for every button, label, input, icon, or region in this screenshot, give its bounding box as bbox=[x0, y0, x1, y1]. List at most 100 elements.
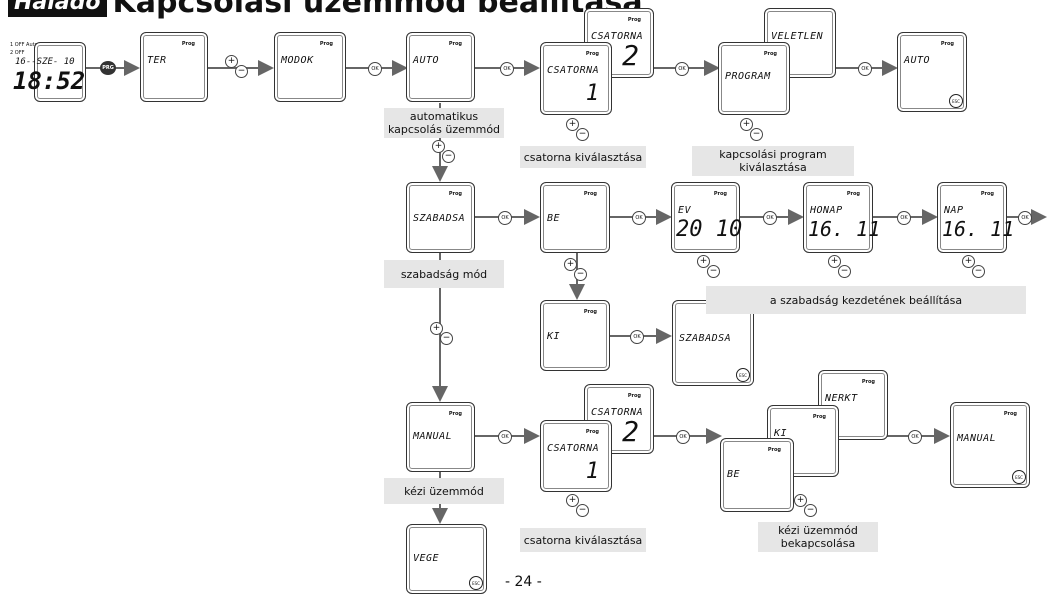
screen-number: 1 bbox=[585, 459, 599, 484]
plus-minus-control[interactable]: +− bbox=[430, 322, 453, 345]
screen-number: 2 bbox=[622, 415, 639, 448]
prog-indicator: Prog bbox=[448, 41, 462, 47]
screen-szabadsa: Prog SZABADSA bbox=[406, 182, 475, 253]
screen-auto: Prog AUTO bbox=[406, 32, 475, 102]
screen-number: 20 10 bbox=[676, 217, 743, 242]
screen-text: KI bbox=[774, 428, 788, 439]
manual-mode-label: kézi üzemmód bbox=[384, 478, 504, 504]
status-line-2: 2 OFF bbox=[10, 50, 25, 56]
ok-node[interactable]: OK bbox=[908, 430, 922, 444]
screen-szabadsa-end: Prog SZABADSA ESC bbox=[672, 300, 754, 386]
screen-text: CSATORNA bbox=[591, 31, 644, 42]
screen-text: MODOK bbox=[281, 55, 314, 66]
screen-ev: Prog EV 20 10 bbox=[671, 182, 743, 253]
screen-text: MANUAL bbox=[413, 431, 453, 442]
program-select-label: kapcsolási program kiválasztása bbox=[692, 146, 854, 176]
screen-man-be: Prog BE bbox=[720, 438, 794, 512]
screen-vege: VEGE ESC bbox=[406, 524, 487, 594]
screen-text: HONAP bbox=[810, 205, 843, 216]
esc-icon[interactable]: ESC bbox=[469, 576, 483, 590]
screen-manual-channel-1: Prog CSATORNA 1 bbox=[540, 420, 612, 492]
prog-indicator: Prog bbox=[763, 51, 777, 57]
start-display: 1 OFF Auto 2 OFF 16--SZE- 10 18:52 bbox=[10, 34, 86, 102]
channel-select-label-1: csatorna kiválasztása bbox=[520, 146, 646, 168]
screen-ki: Prog KI bbox=[540, 300, 610, 371]
screen-auto-channel-1: Prog CSATORNA 1 bbox=[540, 42, 612, 115]
plus-minus-control[interactable]: +− bbox=[740, 118, 763, 141]
ok-node[interactable]: OK bbox=[498, 211, 512, 225]
screen-honap: Prog HONAP 16. 11 bbox=[803, 182, 880, 253]
plus-minus-control[interactable]: +− bbox=[564, 258, 587, 281]
manual-on-label: kézi üzemmód bekapcsolása bbox=[758, 522, 878, 552]
esc-icon[interactable]: ESC bbox=[949, 94, 963, 108]
screen-text: VELETLEN bbox=[771, 31, 824, 42]
plus-minus-control[interactable]: +− bbox=[566, 118, 589, 141]
prog-indicator: Prog bbox=[181, 41, 195, 47]
screen-text: BE bbox=[547, 213, 561, 224]
screen-text: AUTO bbox=[413, 55, 440, 66]
ok-node[interactable]: OK bbox=[630, 330, 644, 344]
status-line-1: 1 OFF Auto bbox=[10, 42, 38, 48]
plus-minus-control[interactable]: +− bbox=[432, 140, 455, 163]
screen-number: 2 bbox=[622, 39, 639, 72]
ok-node[interactable]: OK bbox=[368, 62, 382, 76]
screen-manual-end: Prog MANUAL ESC bbox=[950, 402, 1030, 488]
page-number: - 24 - bbox=[505, 574, 542, 590]
prog-indicator: Prog bbox=[585, 429, 599, 435]
prog-indicator: Prog bbox=[583, 191, 597, 197]
ok-node[interactable]: OK bbox=[897, 211, 911, 225]
page-header: Haladó Kapcsolási üzemmód beállítása bbox=[8, 0, 643, 18]
ok-node[interactable]: OK bbox=[858, 62, 872, 76]
plus-minus-control[interactable]: +− bbox=[225, 55, 248, 78]
plus-minus-control[interactable]: +− bbox=[697, 255, 720, 278]
prog-indicator: Prog bbox=[861, 379, 875, 385]
ok-node[interactable]: OK bbox=[500, 62, 514, 76]
screen-manual: Prog MANUAL bbox=[406, 402, 475, 472]
header-tag: Haladó bbox=[8, 0, 107, 17]
prog-indicator: Prog bbox=[448, 191, 462, 197]
ok-node[interactable]: OK bbox=[1018, 211, 1032, 225]
screen-text: CSATORNA bbox=[591, 407, 644, 418]
prog-indicator: Prog bbox=[585, 51, 599, 57]
esc-icon[interactable]: ESC bbox=[1012, 470, 1026, 484]
time-readout: 18:52 bbox=[13, 67, 86, 95]
prog-indicator: Prog bbox=[812, 414, 826, 420]
screen-text: VEGE bbox=[413, 553, 440, 564]
ok-node[interactable]: OK bbox=[763, 211, 777, 225]
prog-indicator: Prog bbox=[940, 41, 954, 47]
plus-minus-control[interactable]: +− bbox=[828, 255, 851, 278]
prog-indicator: Prog bbox=[627, 393, 641, 399]
screen-text: SZABADSA bbox=[413, 213, 466, 224]
prog-indicator: Prog bbox=[713, 191, 727, 197]
prog-indicator: Prog bbox=[1003, 411, 1017, 417]
prg-button[interactable]: PRG bbox=[100, 61, 116, 75]
plus-minus-control[interactable]: +− bbox=[794, 494, 817, 517]
prog-indicator: Prog bbox=[846, 191, 860, 197]
screen-text: NAP bbox=[944, 205, 964, 216]
screen-number: 16. 11 bbox=[942, 217, 1015, 241]
screen-number: 16. 11 bbox=[808, 217, 881, 241]
screen-text: CSATORNA bbox=[547, 65, 600, 76]
clock-lcd: 16--SZE- 10 18:52 bbox=[13, 42, 86, 102]
page-title: Kapcsolási üzemmód beállítása bbox=[112, 0, 643, 20]
screen-text: TER bbox=[147, 55, 167, 66]
auto-mode-label: automatikus kapcsolás üzemmód bbox=[384, 108, 504, 138]
screen-text: SZABADSA bbox=[679, 333, 732, 344]
date-readout: 16--SZE- 10 bbox=[15, 57, 75, 67]
esc-icon[interactable]: ESC bbox=[736, 368, 750, 382]
screen-program: Prog PROGRAM bbox=[718, 42, 790, 115]
ok-node[interactable]: OK bbox=[498, 430, 512, 444]
prog-indicator: Prog bbox=[448, 411, 462, 417]
screen-auto-end: Prog AUTO ESC bbox=[897, 32, 967, 112]
screen-text: EV bbox=[678, 205, 692, 216]
screen-nap: Prog NAP 16. 11 bbox=[937, 182, 1014, 253]
plus-minus-control[interactable]: +− bbox=[566, 494, 589, 517]
holiday-mode-label: szabadság mód bbox=[384, 260, 504, 288]
screen-be: Prog BE bbox=[540, 182, 610, 253]
plus-minus-control[interactable]: +− bbox=[962, 255, 985, 278]
screen-number: 1 bbox=[585, 81, 599, 106]
channel-select-label-2: csatorna kiválasztása bbox=[520, 528, 646, 552]
ok-node[interactable]: OK bbox=[676, 430, 690, 444]
ok-node[interactable]: OK bbox=[632, 211, 646, 225]
ok-node[interactable]: OK bbox=[675, 62, 689, 76]
